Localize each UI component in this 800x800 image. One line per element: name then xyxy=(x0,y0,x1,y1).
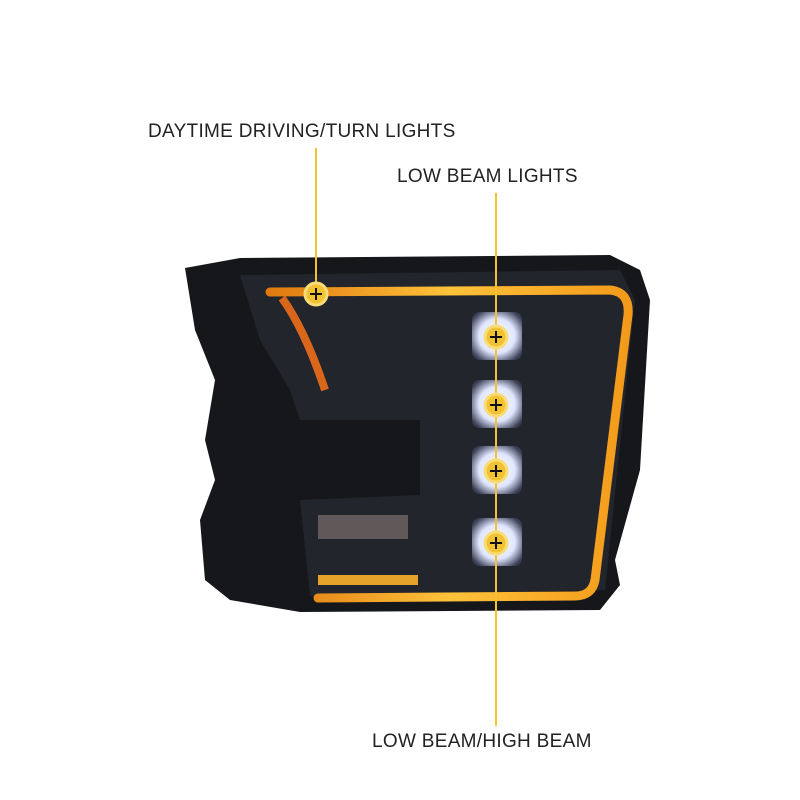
callout-markers xyxy=(303,281,509,556)
drl-strip xyxy=(265,285,633,603)
plus-marker-icon xyxy=(303,281,329,307)
label-low-high-beam: LOW BEAM/HIGH BEAM xyxy=(372,731,592,752)
plus-marker-icon xyxy=(483,530,509,556)
plus-marker-icon xyxy=(483,324,509,350)
plus-marker-icon xyxy=(483,458,509,484)
label-low-beam-lights: LOW BEAM LIGHTS xyxy=(397,166,578,187)
label-daytime-driving-turn-lights: DAYTIME DRIVING/TURN LIGHTS xyxy=(148,121,456,142)
callout-lines xyxy=(315,148,497,726)
lens-upper xyxy=(240,270,635,596)
plus-marker-icon xyxy=(483,392,509,418)
